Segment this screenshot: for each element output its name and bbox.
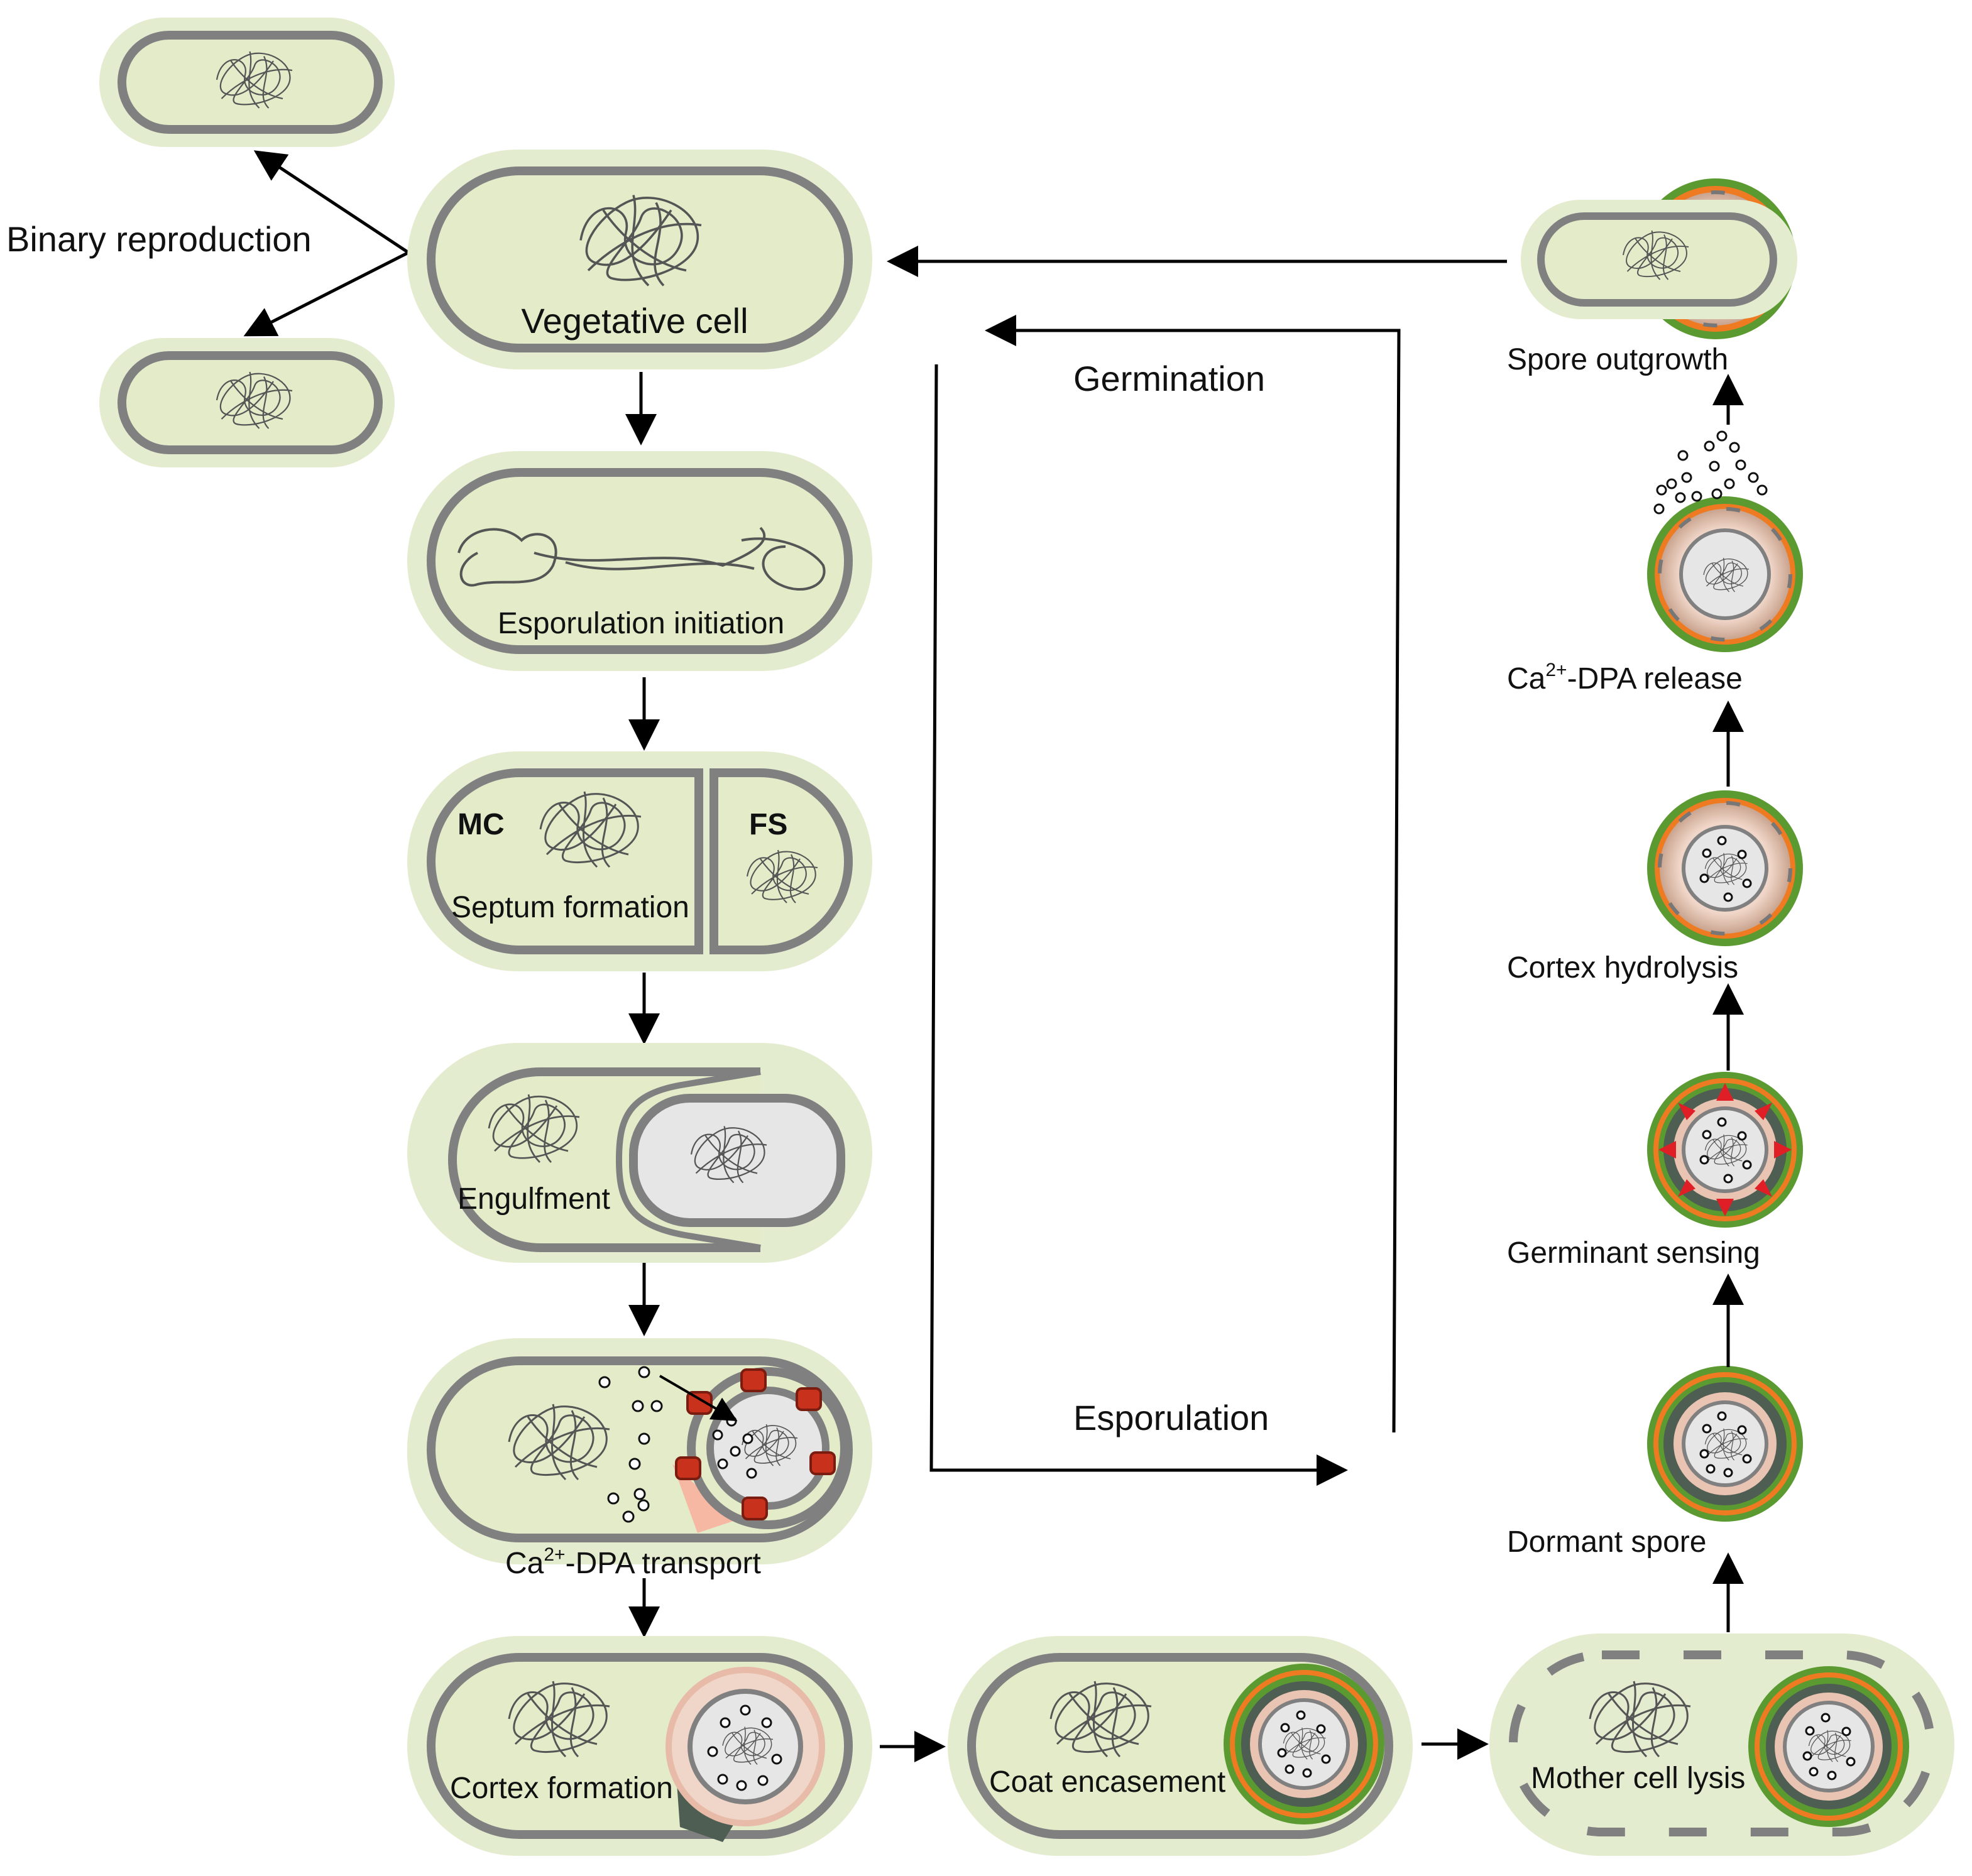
mc-label: MC (457, 808, 505, 841)
engulfment-label: Engulfment (457, 1182, 610, 1216)
arrow-to-daughter-top (253, 150, 410, 254)
initiation-cell (407, 451, 872, 671)
spore-outgrowth-label: Spore outgrowth (1507, 343, 1728, 376)
germinant-receptors (1658, 1083, 1792, 1216)
vegetative-cell-label: Vegetative cell (521, 301, 748, 341)
dpa-molecules (598, 1366, 757, 1523)
coat-encasement-label: Coat encasement (989, 1765, 1225, 1799)
dormant-spore (1647, 1366, 1803, 1522)
septum-formation-label: Septum formation (451, 891, 689, 924)
released-dpa (1653, 430, 1768, 515)
spore-coat-encasement (1224, 1664, 1384, 1824)
released-spore (1748, 1666, 1909, 1827)
coat-encasement-cell (948, 1636, 1413, 1856)
dpa-transport-cell (407, 1338, 872, 1564)
vegetative-cell (407, 150, 872, 369)
mother-cell-lysis-label: Mother cell lysis (1531, 1762, 1745, 1795)
ca-dpa-transport-label: Ca2+-DPA transport (505, 1544, 761, 1580)
mother-cell-lysis (1489, 1633, 1954, 1856)
spore-outgrowth (1521, 178, 1797, 339)
ca-dpa-release-label: Ca2+-DPA release (1507, 660, 1743, 695)
germination-cycle-arrow (985, 315, 1401, 1433)
esporulation-label: Esporulation (1073, 1398, 1269, 1437)
cortex-hydrolysis-spore (1647, 790, 1803, 946)
germinant-sensing-label: Germinant sensing (1507, 1236, 1760, 1270)
initiation-label: Esporulation initiation (498, 607, 784, 640)
dpa-release-spore (1647, 430, 1803, 652)
germination-label: Germination (1073, 359, 1265, 398)
esporulation-cycle-arrow (929, 364, 1348, 1486)
cortex-formation-cell (407, 1636, 872, 1856)
cortex-hydrolysis-label: Cortex hydrolysis (1507, 951, 1738, 984)
germinant-sensing-spore (1647, 1072, 1803, 1228)
replicated-chromosomes (457, 526, 826, 591)
engulfment-cell (407, 1043, 872, 1263)
dpa-transporters (675, 1368, 836, 1520)
daughter-cell-top (99, 18, 395, 147)
binary-reproduction-label: Binary reproduction (6, 219, 312, 259)
daughter-cell-bottom (99, 338, 395, 467)
septum-cell (407, 751, 872, 971)
arrow-to-daughter-bottom (243, 251, 410, 337)
fs-label: FS (749, 808, 787, 841)
cortex-formation-label: Cortex formation (450, 1772, 673, 1805)
mother-cell-region (672, 1464, 735, 1533)
dormant-spore-label: Dormant spore (1507, 1525, 1706, 1559)
